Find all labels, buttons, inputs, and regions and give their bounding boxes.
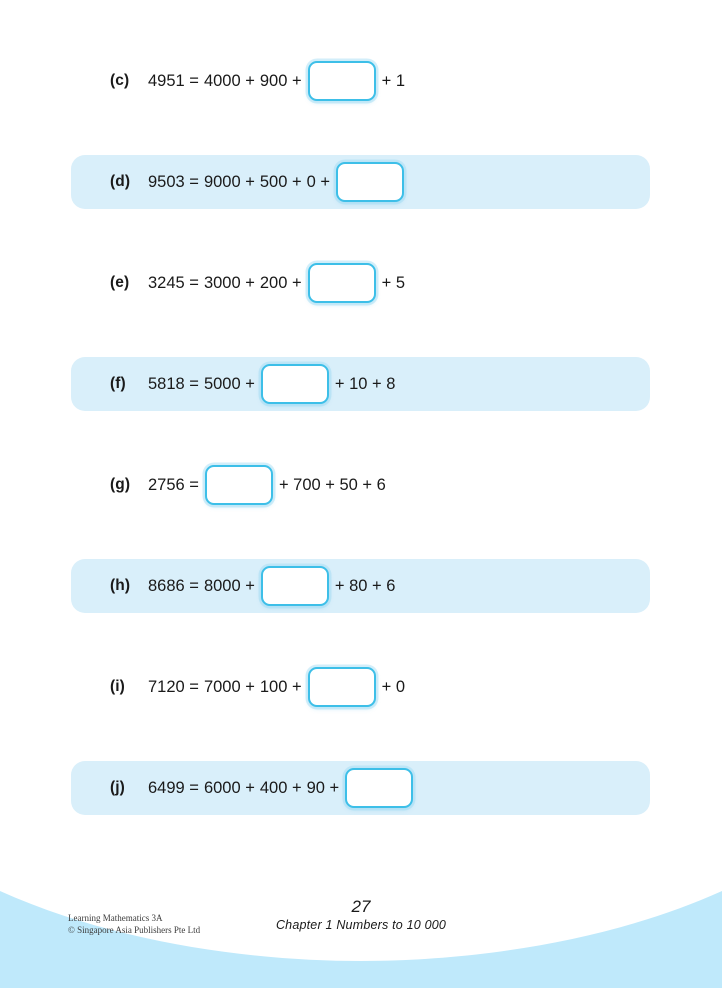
footer-credit: Learning Mathematics 3A © Singapore Asia… — [68, 913, 200, 936]
exercise-row: (j) 6499 =6000 +400 +90 + — [71, 761, 650, 815]
exercise-row: (d) 9503 =9000 +500 +0 + — [71, 155, 650, 209]
answer-input-box[interactable] — [345, 768, 414, 808]
answer-input-box[interactable] — [307, 667, 376, 707]
expression-term: 5000 + — [203, 374, 255, 393]
expression-term: + 1 — [381, 71, 406, 90]
expression: 4951 =4000 +900 + + 1 — [148, 61, 405, 101]
expression: 8686 =8000 + + 80 + 6 — [148, 566, 395, 606]
expression-term: 9000 + — [203, 172, 255, 191]
expression-term: 400 + — [259, 778, 302, 797]
wave-shape-icon — [0, 891, 722, 988]
expression-term: 90 + — [306, 778, 340, 797]
exercise-list: (c)4951 =4000 +900 ++ 1(d)9503 =9000 +50… — [0, 54, 722, 862]
exercise-label: (f) — [110, 375, 126, 392]
answer-input-box[interactable] — [307, 263, 376, 303]
expression: 7120 =7000 +100 + + 0 — [148, 667, 405, 707]
expression: 2756 = + 700 + 50 + 6 — [148, 465, 386, 505]
exercise-row: (i) 7120 =7000 +100 + + 0 — [0, 660, 722, 714]
expression-term: 3245 = — [148, 273, 199, 292]
expression-term: + 700 + 50 + 6 — [278, 475, 386, 494]
expression-term: 2756 = — [148, 475, 199, 494]
expression: 9503 =9000 +500 +0 + — [148, 162, 410, 202]
exercise-label: (d) — [110, 173, 131, 190]
expression-term: 500 + — [259, 172, 302, 191]
expression-term: + 80 + 6 — [334, 576, 396, 595]
credit-line-1: Learning Mathematics 3A — [68, 913, 163, 923]
expression-term: 5818 = — [148, 374, 199, 393]
answer-input-box[interactable] — [260, 364, 329, 404]
exercise-label: (c) — [110, 72, 130, 89]
answer-input-box[interactable] — [307, 61, 376, 101]
footer-wave-decoration — [0, 853, 722, 988]
expression-term: 100 + — [259, 677, 302, 696]
page-number: 27 — [351, 897, 371, 916]
expression-term: 0 + — [306, 172, 331, 191]
exercise-label: (h) — [110, 577, 131, 594]
answer-input-box[interactable] — [336, 162, 405, 202]
expression-term: 6499 = — [148, 778, 199, 797]
answer-input-box[interactable] — [260, 566, 329, 606]
expression-term: 6000 + — [203, 778, 255, 797]
exercise-row: (c) 4951 =4000 +900 + + 1 — [0, 54, 722, 108]
expression-term: 7120 = — [148, 677, 199, 696]
footer-center: 27 Chapter 1 Numbers to 10 000 — [0, 897, 722, 934]
expression-term: + 10 + 8 — [334, 374, 396, 393]
exercise-row: (f) 5818 =5000 + + 10 + 8 — [71, 357, 650, 411]
exercise-label: (g) — [110, 476, 131, 493]
expression-term: 200 + — [259, 273, 302, 292]
expression: 6499 =6000 +400 +90 + — [148, 768, 419, 808]
expression: 3245 =3000 +200 + + 5 — [148, 263, 405, 303]
exercise-label: (i) — [110, 678, 125, 695]
expression-term: 8000 + — [203, 576, 255, 595]
expression-term: 900 + — [259, 71, 302, 90]
expression-term: + 5 — [381, 273, 406, 292]
expression-term: 9503 = — [148, 172, 199, 191]
expression: 5818 =5000 + + 10 + 8 — [148, 364, 395, 404]
expression-term: + 0 — [381, 677, 406, 696]
exercise-row: (e) 3245 =3000 +200 + + 5 — [0, 256, 722, 310]
expression-term: 8686 = — [148, 576, 199, 595]
exercise-label: (j) — [110, 779, 125, 796]
exercise-row: (g) 2756 = + 700 + 50 + 6 — [0, 458, 722, 512]
footer: Learning Mathematics 3A © Singapore Asia… — [0, 853, 722, 988]
expression-term: 7000 + — [203, 677, 255, 696]
expression-term: 4951 = — [148, 71, 199, 90]
exercise-label: (e) — [110, 274, 130, 291]
expression-term: 3000 + — [203, 273, 255, 292]
chapter-line: Chapter 1 Numbers to 10 000 — [275, 918, 447, 932]
credit-line-2: © Singapore Asia Publishers Pte Ltd — [68, 924, 201, 935]
expression-term: 4000 + — [203, 71, 255, 90]
answer-input-box[interactable] — [204, 465, 273, 505]
exercise-row: (h) 8686 =8000 + + 80 + 6 — [71, 559, 650, 613]
